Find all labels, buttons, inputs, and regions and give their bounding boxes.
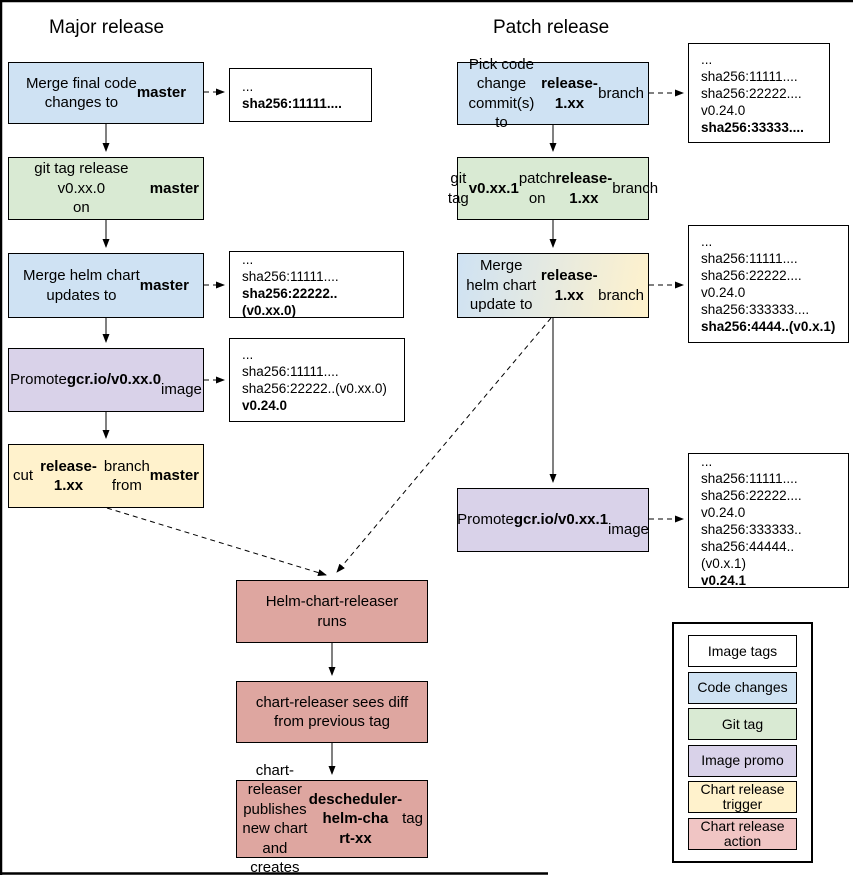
annotation-line: sha256:22222.... <box>701 487 802 503</box>
annotation-line: v0.24.0 <box>701 102 746 118</box>
step-merge-final-code-changes: Merge final code changes to master <box>8 62 204 124</box>
annotation-line: sha256:22222.... <box>701 268 802 283</box>
major-release-title: Major release <box>49 17 165 38</box>
annotation-line: ... <box>701 51 713 67</box>
annotation-line: ... <box>242 251 254 267</box>
step-helm-chart-releaser-runs: Helm-chart-releaser runs <box>236 580 428 643</box>
annotation-line: sha256:4444..(v0.x.1) <box>701 319 836 334</box>
annotation-line: ... <box>242 347 254 362</box>
annotation-line: v0.24.0 <box>701 504 746 520</box>
step-chart-releaser-sees-diff: chart-releaser sees diff from previous t… <box>236 681 428 743</box>
annotation-major-1: ... sha256:11111.... <box>229 68 372 122</box>
annotation-patch-2: ... sha256:11111.... sha256:22222.... v0.24… <box>688 225 849 343</box>
patch-release-title: Patch release <box>493 17 610 38</box>
dashed-arrow-mergehelmpatch-to-helmruns <box>336 317 552 573</box>
annotation-line: sha256:11111.... <box>701 251 798 266</box>
step-cut-release-branch: cut release-1.xx branch from master <box>8 444 204 508</box>
legend-item-code-changes: Code changes <box>688 671 797 704</box>
step-pick-code-change-commits: Pick code change commit(s) to release-1.… <box>457 56 649 131</box>
legend-item-chart-release-trigger: Chart release trigger <box>688 781 797 814</box>
annotation-line: sha256:11111.... <box>701 470 798 486</box>
step-promote-image-v0xx0: Promote gcr.io/v0.xx.0 image <box>8 348 204 412</box>
annotation-major-2: ...sha256:11111....sha256:22222..(v0.xx.… <box>229 251 404 318</box>
step-merge-helm-chart-updates: Merge helm chart updates to master <box>8 253 204 318</box>
step-git-tag-patch: git tag v0.xx.1 patch on release-1.xx br… <box>448 157 658 220</box>
annotation-major-3: ... sha256:11111.... sha256:22222..(v0.xx.… <box>229 338 405 422</box>
annotation-line: sha256:22222.... <box>701 85 802 101</box>
step-merge-helm-chart-update: Merge helm chart update to release-1.xx … <box>457 253 649 318</box>
annotation-line: sha256:33333.... <box>701 119 804 135</box>
annotation-line: sha256:44444..(v0.x.1) <box>701 538 795 571</box>
legend-item-chart-release-action: Chart release action <box>688 817 797 850</box>
annotation-line: sha256:11111.... <box>242 268 339 284</box>
annotation-line: v0.24.1 <box>701 572 747 588</box>
dashed-arrow-cutbranch-to-helmruns <box>106 507 327 577</box>
annotation-line: ... <box>242 79 254 94</box>
annotation-line: sha256:22222..(v0.xx.0) <box>242 285 338 318</box>
step-promote-image-v0xx1: Promote gcr.io/v0.xx.1 image <box>457 488 649 552</box>
annotation-line: sha256:333333.. <box>701 521 802 537</box>
annotation-line: ... <box>701 453 713 469</box>
annotation-patch-1: ...sha256:11111....sha256:22222....v0.24… <box>688 43 830 143</box>
annotation-line: sha256:11111.... <box>242 364 339 379</box>
annotation-line: ... <box>701 234 713 249</box>
annotation-line: v0.24.0 <box>701 285 746 300</box>
annotation-line: sha256:333333.... <box>701 302 810 317</box>
annotation-line: sha256:22222..(v0.xx.0) <box>242 381 387 396</box>
annotation-line: sha256:11111.... <box>242 96 342 111</box>
step-git-tag-release: git tag release v0.xx.0 on master <box>8 157 204 220</box>
legend-item-git-tag: Git tag <box>688 708 797 741</box>
legend-item-image-promo: Image promo <box>688 744 797 777</box>
annotation-patch-3: ...sha256:11111....sha256:22222....v0.24… <box>688 453 849 588</box>
legend: Image tags Code changes Git tag Image pr… <box>672 622 813 863</box>
annotation-line: sha256:11111.... <box>701 68 798 84</box>
legend-item-image-tags: Image tags <box>688 635 797 668</box>
annotation-line: v0.24.0 <box>242 398 288 413</box>
step-chart-releaser-publishes: chart-releaser publishes new chart and c… <box>236 762 428 875</box>
